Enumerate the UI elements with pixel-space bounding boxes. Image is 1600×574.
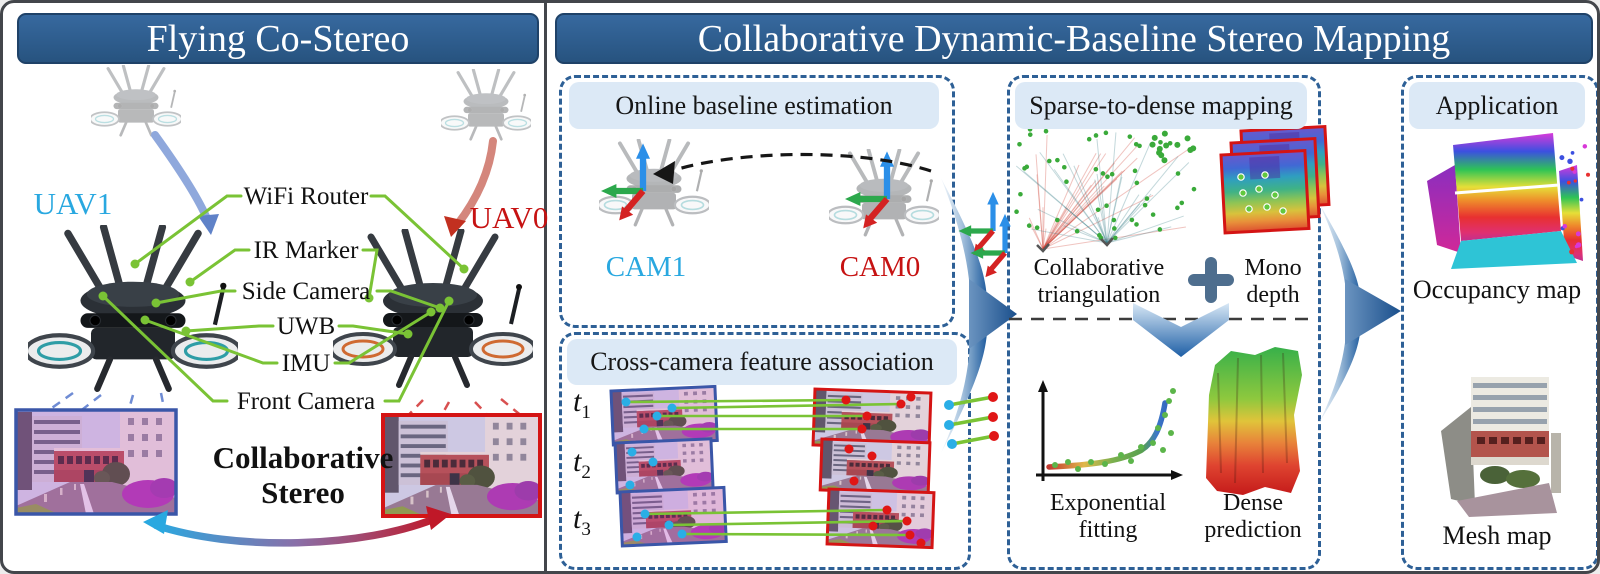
application-box <box>1401 75 1597 570</box>
collaborative-stereo-arrow <box>143 506 451 547</box>
component-label-ir-marker: IR Marker <box>253 237 359 264</box>
component-label-wifi-router: WiFi Router <box>243 183 369 210</box>
cam0-label: CAM0 <box>839 251 921 283</box>
dense-prediction-label: Dense prediction <box>1204 490 1302 543</box>
component-label-side-camera: Side Camera <box>241 278 371 305</box>
time-label-t2: t2 <box>573 445 591 483</box>
left-panel-title: Flying Co-Stereo <box>17 13 539 64</box>
collaborative-stereo-label: Collaborative Stereo <box>212 440 394 510</box>
faded-drone-right <box>441 69 531 141</box>
right-panel-title: Collaborative Dynamic-Baseline Stereo Ma… <box>555 13 1593 64</box>
time-label-t1: t1 <box>573 385 591 423</box>
relative-pose-axes-2 <box>971 214 1011 277</box>
frustum-uav1 <box>24 391 169 429</box>
panel-divider <box>544 3 547 571</box>
mesh-map-label: Mesh map <box>1442 521 1552 550</box>
cam1-label: CAM1 <box>605 251 687 283</box>
cross-camera-header: Cross-camera feature association <box>567 339 957 385</box>
online-baseline-header: Online baseline estimation <box>569 82 939 129</box>
time-label-t3: t3 <box>573 502 591 540</box>
sparse-to-dense-header: Sparse-to-dense mapping <box>1015 82 1307 129</box>
exponential-fitting-label: Exponential fitting <box>1050 490 1166 543</box>
component-label-front-camera: Front Camera <box>236 388 376 415</box>
uav0-label: UAV0 <box>469 200 549 235</box>
relative-pose-axes-1 <box>959 192 999 255</box>
plus-icon: + <box>1188 257 1234 303</box>
faded-drone-left <box>91 65 181 137</box>
component-label-imu: IMU <box>281 350 331 377</box>
collaborative-triangulation-label: Collaborative triangulation <box>1033 255 1165 308</box>
occupancy-map-label: Occupancy map <box>1412 275 1582 304</box>
component-label-uwb: UWB <box>276 313 336 340</box>
uav1-label: UAV1 <box>33 186 113 221</box>
flow-arrow-to-application <box>1319 203 1401 423</box>
application-header: Application <box>1409 82 1585 129</box>
mono-depth-label: Mono depth <box>1244 255 1302 308</box>
camera-view-uav1 <box>14 408 178 516</box>
